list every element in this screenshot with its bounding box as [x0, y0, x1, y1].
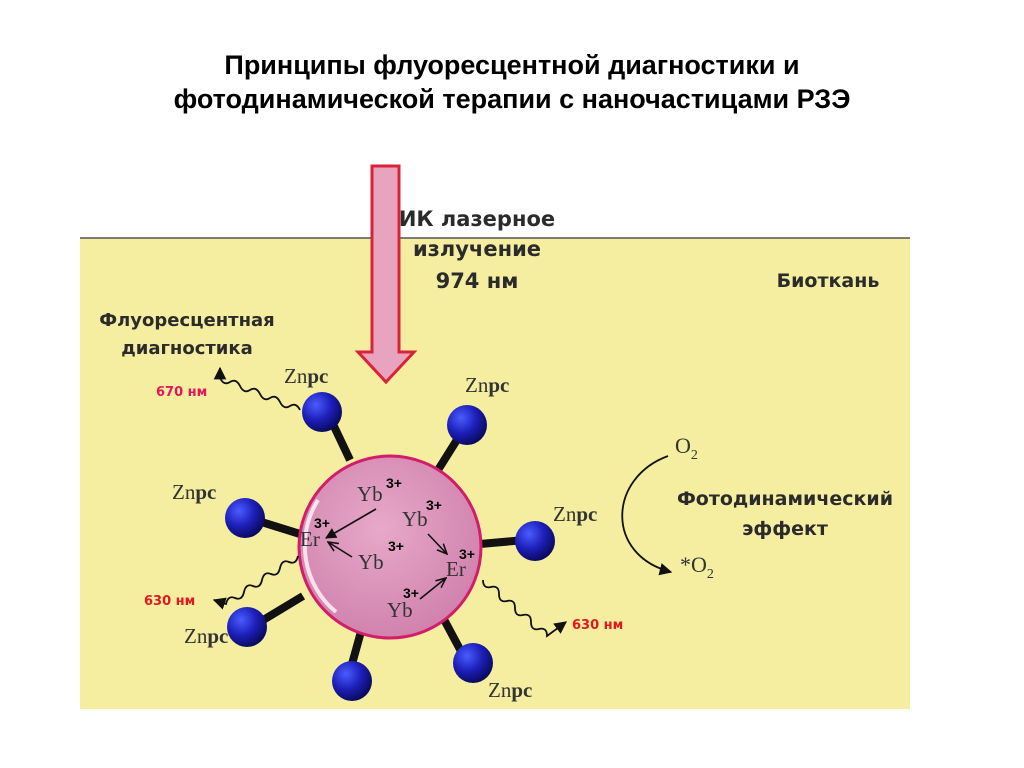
znpc-label-top-left: Znpc — [284, 364, 328, 388]
ion-yb-1-charge: 3+ — [386, 475, 402, 491]
emission-arrow-630-left — [212, 555, 299, 610]
znpc-label-left: Znpc — [172, 480, 216, 504]
laser-arrow — [354, 164, 418, 385]
ion-yb-3-charge: 3+ — [388, 538, 404, 554]
biotissue-label: Биоткань — [777, 270, 880, 292]
title-line-1: Принципы флуоресцентной диагностики и — [224, 50, 800, 80]
transfer-arrow-yb4-er2 — [419, 578, 446, 600]
ions: Yb 3+ Yb 3+ Er 3+ Yb 3+ Er 3+ Yb 3+ — [300, 475, 475, 622]
energy-transfer-arrows — [325, 508, 447, 600]
biotissue-area — [80, 238, 910, 709]
znpc-label-top-right: Znpc — [465, 373, 509, 397]
ion-yb-2: Yb — [402, 507, 428, 531]
znpc-ball-right — [515, 521, 555, 561]
ion-yb-4: Yb — [387, 598, 413, 622]
fluorescent-label-line-2: диагностика — [121, 338, 253, 359]
pdt-label-line-2: эффект — [742, 518, 828, 540]
singlet-oxygen-label: *O2 — [680, 552, 714, 582]
laser-wavelength: 974 нм — [436, 269, 519, 293]
ion-er-1: Er — [300, 527, 320, 551]
znpc-ball-left — [225, 498, 265, 538]
znpc-label-bottom-left: Znpc — [184, 624, 228, 648]
ion-yb-3: Yb — [358, 550, 384, 574]
ion-yb-2-charge: 3+ — [426, 497, 442, 513]
ion-er-2-charge: 3+ — [459, 546, 475, 562]
ion-yb-1: Yb — [357, 482, 383, 506]
ion-yb-4-charge: 3+ — [403, 585, 419, 601]
emission-arrow-670 — [213, 366, 301, 411]
oxygen-cycle-arrow — [621, 455, 673, 576]
emission-arrow-630-right — [482, 579, 568, 638]
transfer-arrow-yb3-er1 — [328, 542, 353, 558]
fluorescent-label-line-1: Флуоресцентная — [99, 310, 274, 331]
emission-arrows — [212, 366, 568, 638]
page-title: Принципы флуоресцентной диагностики и фо… — [0, 48, 1024, 116]
znpc-ball-bottom-right — [453, 643, 493, 683]
znpc-ball-bottom-left — [227, 607, 267, 647]
emission-670-label: 670 нм — [156, 385, 207, 400]
ion-er-2: Er — [446, 557, 466, 581]
znpc-labels: Znpc Znpc Znpc Znpc Znpc Znpc — [172, 364, 597, 702]
transfer-arrow-yb2-er2 — [427, 533, 447, 554]
emission-630-right-label: 630 нм — [572, 618, 623, 633]
nanoparticle — [297, 454, 483, 640]
znpc-ball-top-left — [302, 392, 342, 432]
laser-label-line-1: ИК лазерное — [399, 207, 555, 231]
ion-er-1-charge: 3+ — [314, 515, 330, 531]
transfer-arrow-yb1-er1 — [325, 508, 377, 539]
znpc-ball-bottom-mid — [332, 661, 372, 701]
znpc-ball-top-right — [447, 405, 487, 445]
oxygen-label: O2 — [675, 433, 698, 463]
pdt-label-line-1: Фотодинамический — [677, 488, 893, 510]
znpc-label-bottom-right: Znpc — [488, 678, 532, 702]
emission-630-left-label: 630 нм — [144, 594, 195, 609]
znpc-label-right: Znpc — [553, 502, 597, 526]
laser-label-line-2: излучение — [413, 237, 541, 261]
title-line-2: фотодинамической терапии с наночастицами… — [173, 84, 851, 114]
znpc-molecules — [225, 392, 555, 701]
nanoparticle-highlight — [302, 498, 338, 614]
